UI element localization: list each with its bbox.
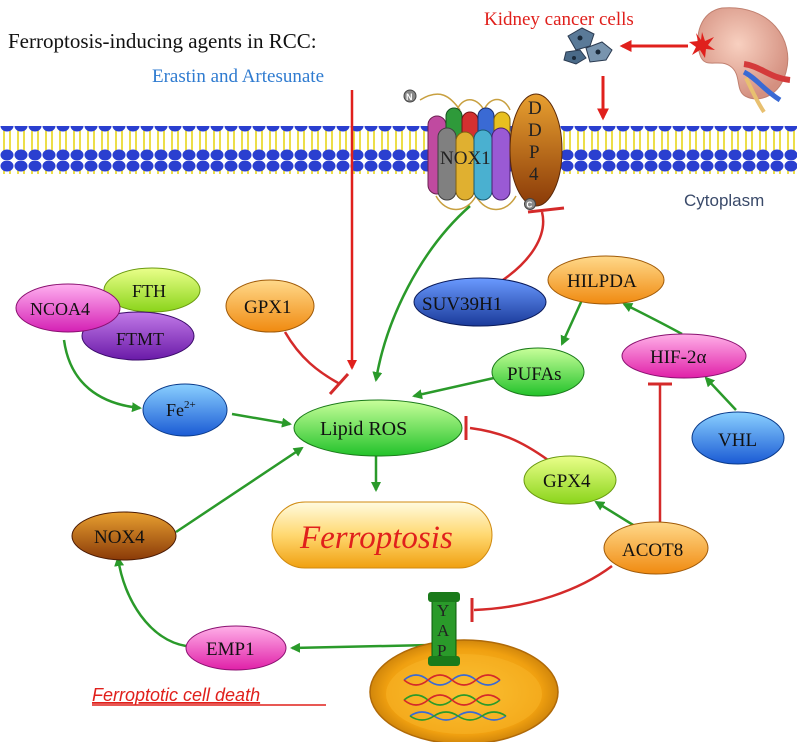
cytoplasm-label: Cytoplasm <box>684 191 764 210</box>
gpx4-inhibits-lipidros <box>469 426 549 462</box>
node-ncoa4 <box>15 283 121 333</box>
node-ferroptosis <box>271 501 493 569</box>
node-lipid-ros <box>293 399 463 457</box>
yap-letter-3: P <box>437 641 446 660</box>
fe2-to-lipidros-arrow <box>231 412 292 428</box>
ncoa4-to-fe2-arrow <box>62 339 142 413</box>
node-hilpda-label: HILPDA <box>567 271 637 292</box>
gpx1-inhibit-bar <box>328 372 350 396</box>
dna-helix-icon <box>403 674 507 721</box>
c-terminal-label: C <box>527 201 533 210</box>
nox1-complex: N <box>403 89 517 211</box>
n-terminal-label: N <box>406 92 413 102</box>
node-nox4-label: NOX4 <box>94 527 145 548</box>
ddp4-letter-3: P <box>529 142 540 163</box>
node-gpx4-label: GPX4 <box>543 471 591 492</box>
pufas-to-lipidros-arrow <box>412 376 495 400</box>
node-pufas-label: PUFAs <box>507 364 562 385</box>
suv39h1-inhibits-ddp4 <box>499 211 545 284</box>
n-terminal-marker <box>403 89 417 103</box>
node-ferroptosis-label: Ferroptosis <box>299 520 453 556</box>
node-hif2a <box>621 333 747 379</box>
node-suv39h1 <box>413 277 547 327</box>
node-fth <box>103 267 201 313</box>
cell-membrane <box>0 126 797 174</box>
suv39h1-inhibit-bar <box>527 206 565 214</box>
acot8-to-gpx4-arrow <box>594 500 639 530</box>
node-ftmt <box>81 311 195 361</box>
node-hif2a-label: HIF-2α <box>650 347 706 368</box>
node-fe2 <box>142 383 228 437</box>
ddp4-letter-4: 4 <box>529 164 539 185</box>
node-ftmt-label: FTMT <box>116 329 164 349</box>
cancer-cells-icon <box>563 27 613 65</box>
node-emp1 <box>185 625 287 671</box>
node-hilpda <box>547 255 665 305</box>
ddp4-protein <box>509 93 563 207</box>
node-gpx4 <box>523 455 617 505</box>
yap-letter-2: A <box>437 621 450 640</box>
acot8-inhibits-yap <box>473 564 613 612</box>
node-fe2-label: Fe2+ <box>166 399 196 420</box>
hilpda-to-pufas-arrow <box>560 299 584 346</box>
diagram-title: Ferroptosis-inducing agents in RCC: <box>8 29 317 53</box>
cell-death-label: Ferroptotic cell death <box>92 685 260 705</box>
nucleus-inner <box>386 654 542 734</box>
node-acot8 <box>603 521 709 575</box>
yap-letter-1: Y <box>437 601 449 620</box>
yap-to-emp1-arrow <box>290 642 431 653</box>
node-ncoa4-label: NCOA4 <box>30 299 90 319</box>
node-suv39h1-label: SUV39H1 <box>422 294 502 315</box>
node-vhl-label: VHL <box>718 430 757 451</box>
hif2a-to-hilpda-arrow <box>622 302 683 336</box>
node-gpx1 <box>225 279 315 333</box>
node-nox4 <box>71 511 177 561</box>
node-fe2-base: Fe <box>166 400 184 420</box>
node-emp1-label: EMP1 <box>206 639 255 660</box>
ddp4-letter-1: D <box>528 98 542 119</box>
starburst-icon <box>689 32 715 58</box>
node-gpx1-label: GPX1 <box>244 297 292 318</box>
node-vhl <box>691 411 785 465</box>
agents-label: Erastin and Artesunate <box>152 66 324 87</box>
node-lipid-ros-label: Lipid ROS <box>320 418 407 440</box>
node-fth-label: FTH <box>132 281 166 301</box>
nox1-label: NOX1 <box>440 148 491 169</box>
kidney-icon <box>697 7 791 114</box>
nox4-to-lipidros-arrow <box>175 446 304 534</box>
node-acot8-label: ACOT8 <box>622 540 683 561</box>
kidney-cancer-label: Kidney cancer cells <box>484 9 634 30</box>
node-pufas <box>491 347 585 397</box>
ddp4-letter-2: D <box>528 120 542 141</box>
yap-protein <box>428 592 460 666</box>
gpx1-inhibits-lipidros <box>283 331 341 386</box>
c-terminal-marker <box>524 198 536 210</box>
node-fe2-superscript: 2+ <box>184 399 196 411</box>
vhl-to-hif2a-arrow <box>704 376 737 411</box>
emp1-to-nox4-arrow <box>114 556 187 648</box>
nox1-to-lipidros-arrow <box>372 205 471 382</box>
